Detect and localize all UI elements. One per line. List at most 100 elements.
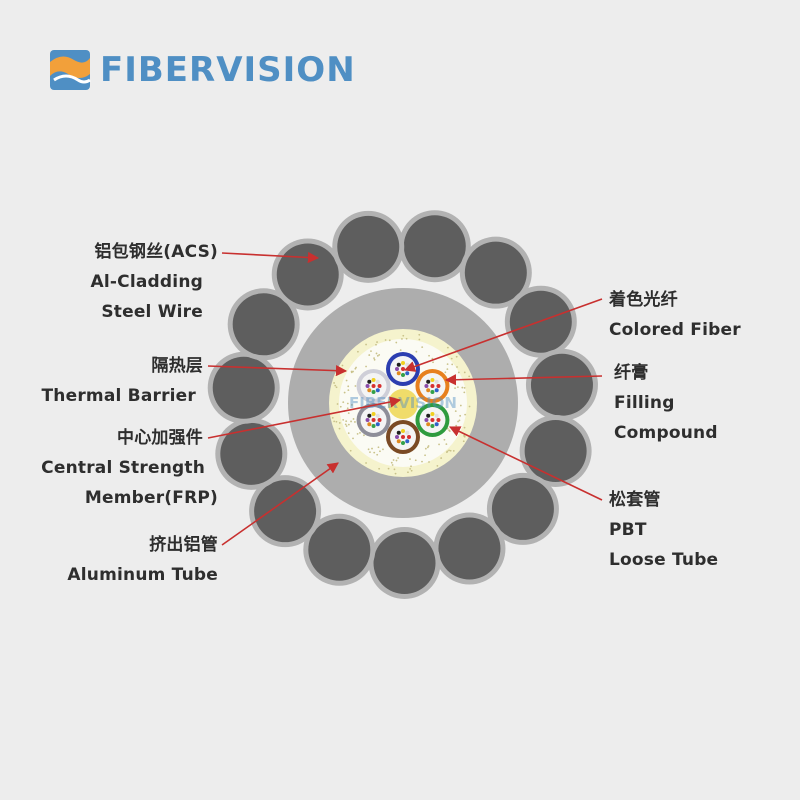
filling-dot (418, 338, 421, 341)
acs-wire (433, 512, 506, 585)
label-loose-tube-zh: 松套管 (609, 490, 661, 510)
brand-logo-icon (50, 50, 91, 90)
acs-wire-core (524, 420, 587, 483)
acs-wire-core (232, 293, 295, 356)
filling-dot (335, 386, 338, 389)
filling-dot (444, 371, 447, 374)
filling-dot (432, 361, 434, 364)
acs-wire (486, 472, 559, 545)
filling-dot (363, 434, 365, 437)
filling-dot (456, 366, 458, 368)
filling-dot (399, 349, 402, 352)
filling-dot (331, 416, 334, 419)
filling-dot (464, 413, 467, 416)
filling-dot (368, 354, 371, 356)
filling-dot (344, 423, 347, 426)
colored-fiber (401, 435, 405, 439)
filling-dot (352, 418, 355, 420)
colored-fiber (371, 418, 376, 422)
colored-fiber (371, 378, 376, 382)
filling-dot (421, 460, 423, 463)
acs-wire-core (308, 518, 371, 581)
arrow-loose-tube (448, 426, 603, 501)
filling-dot (347, 423, 350, 426)
filling-dot (463, 426, 466, 429)
colored-fiber (375, 413, 380, 418)
filling-dot (382, 448, 384, 451)
arrow-aluminum (221, 462, 339, 546)
label-filling-en2: Compound (614, 423, 718, 443)
filling-dot (395, 341, 398, 344)
colored-fiber (371, 384, 376, 388)
label-thermal-en1: Thermal Barrier (41, 386, 196, 406)
filling-dot (347, 412, 350, 415)
colored-fiber (371, 390, 376, 394)
filling-dot (455, 424, 458, 427)
watermark: FIBERVISION (349, 394, 457, 412)
acs-wire (368, 526, 441, 599)
colored-fiber (424, 384, 429, 388)
filling-dot (457, 371, 460, 374)
colored-fiber (371, 412, 376, 416)
colored-fiber (396, 371, 401, 376)
filling-dot (451, 363, 454, 366)
loose-tube-group (356, 352, 450, 454)
colored-fiber (371, 424, 376, 428)
filling-dot (339, 405, 342, 408)
filling-dot (357, 350, 359, 353)
label-loose-tube-en1: PBT (609, 520, 647, 540)
filling-dot (428, 461, 430, 463)
colored-fiber (396, 430, 401, 435)
filling-dot (428, 354, 430, 357)
colored-fiber (430, 412, 435, 416)
filling-dot (345, 379, 348, 382)
filling-dot (450, 357, 453, 360)
filling-dot (456, 386, 459, 389)
label-thermal-zh: 隔热层 (151, 356, 203, 376)
filling-dot (354, 385, 357, 387)
filling-dot (459, 414, 462, 417)
filling-dot (354, 421, 356, 423)
filling-dot (402, 334, 405, 337)
colored-fiber (365, 418, 370, 422)
colored-fiber (430, 424, 435, 428)
acs-wire (215, 417, 288, 490)
label-filling-zh: 纤膏 (614, 363, 649, 383)
colored-fiber (426, 422, 431, 427)
filling-dot (424, 447, 427, 450)
label-aluminum-zh: 挤出铝管 (149, 535, 218, 555)
colored-fiber (436, 384, 441, 388)
filling-dot (388, 339, 391, 342)
filling-dot (341, 364, 344, 367)
colored-fiber (396, 362, 401, 367)
filling-dot (334, 384, 337, 387)
colored-fiber (401, 361, 405, 365)
filling-dot (333, 382, 335, 384)
filling-dot (463, 386, 466, 389)
acs-wire (249, 475, 322, 548)
loose-tube (415, 403, 450, 437)
filling-dot (373, 451, 376, 454)
acs-wire-core (464, 241, 527, 304)
filling-dot (391, 464, 394, 466)
colored-fiber (367, 388, 372, 393)
acs-wire (398, 210, 471, 283)
arrow-colored-fiber (403, 298, 603, 372)
filling-dot (454, 410, 457, 413)
filling-dot (454, 387, 456, 390)
colored-fiber (377, 384, 382, 388)
colored-fiber (407, 435, 411, 439)
filling-dot (349, 449, 352, 452)
filling-dot (365, 365, 367, 368)
acs-wire-core (276, 243, 339, 306)
filling-dot (352, 370, 354, 373)
colored-fiber (401, 373, 405, 377)
filling-dot (379, 450, 381, 453)
filling-dot (448, 430, 451, 433)
filling-dot (397, 457, 400, 459)
cable: FIBERVISION (207, 210, 598, 599)
acs-wire (303, 513, 376, 586)
acs-wire (227, 288, 300, 361)
colored-fiber (405, 430, 410, 435)
label-colored-fiber-zh: 着色光纤 (609, 290, 678, 310)
